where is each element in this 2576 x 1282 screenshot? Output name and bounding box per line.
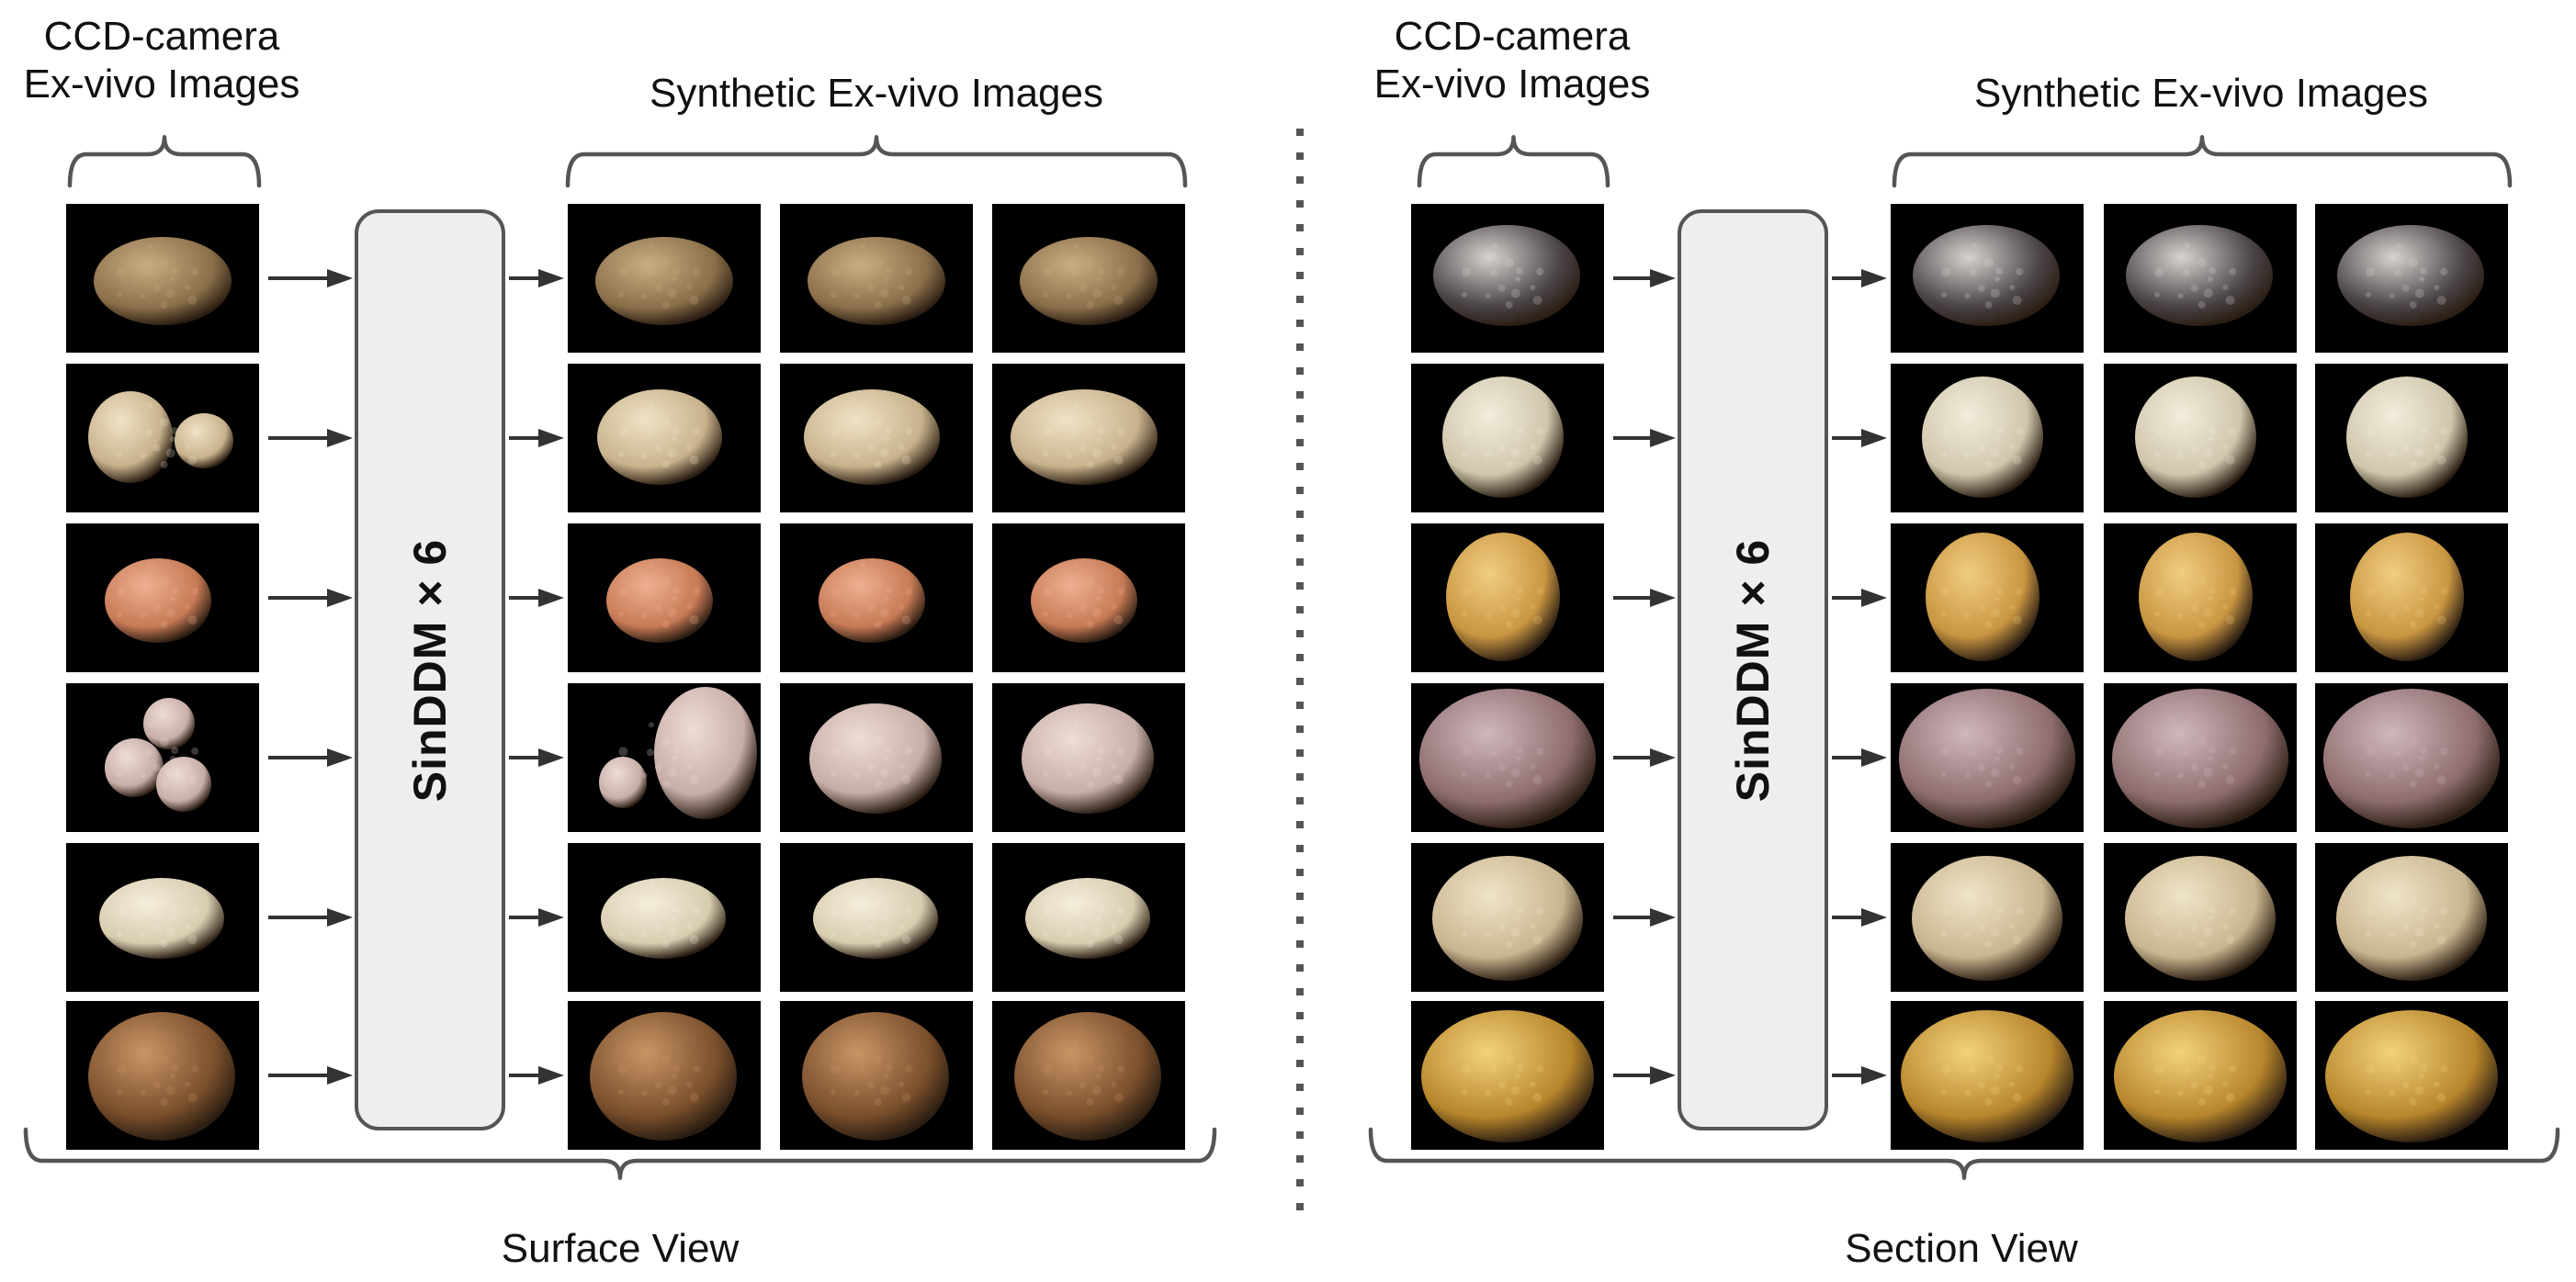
- input-arrow: [1613, 1064, 1676, 1086]
- synthetic-stone-image: [780, 843, 973, 992]
- synthetic-stone-image: [780, 1001, 973, 1150]
- view-label: Surface View: [501, 1226, 740, 1271]
- synthetic-stone-image: [992, 1001, 1185, 1150]
- synthetic-stone-image: [2315, 1001, 2508, 1150]
- input-images-label: CCD-camera Ex-vivo Images: [0, 13, 323, 108]
- synthetic-stone-image: [1891, 204, 2084, 353]
- input-arrow: [1613, 587, 1676, 609]
- synthetic-stone-image: [2315, 843, 2508, 992]
- synthetic-stone-image: [568, 523, 761, 672]
- synthetic-stone-image: [2315, 523, 2508, 672]
- synthetic-stone-image: [2104, 364, 2297, 512]
- input-stone-image: [1411, 843, 1604, 992]
- input-arrow: [1613, 267, 1676, 289]
- synthetic-stone-image: [1891, 523, 2084, 672]
- output-arrow: [1832, 906, 1887, 928]
- synthetic-stone-image: [992, 843, 1185, 992]
- synthetic-stone-image: [568, 364, 761, 512]
- sinddm-model-box: SinDDM × 6: [1678, 209, 1828, 1130]
- synthetic-stone-image: [2315, 364, 2508, 512]
- surface-view-panel: CCD-camera Ex-vivo Images Synthetic Ex-v…: [0, 13, 1103, 1271]
- input-label-line2: Ex-vivo Images: [23, 62, 300, 107]
- output-arrow: [509, 747, 564, 769]
- output-arrow: [1832, 747, 1887, 769]
- output-arrow: [1832, 1064, 1887, 1086]
- input-stone-image: [1411, 204, 1604, 353]
- input-stone-image: [66, 843, 259, 992]
- output-arrow: [1832, 587, 1887, 609]
- synthetic-stone-image: [780, 204, 973, 353]
- synthetic-stone-image: [2104, 843, 2297, 992]
- output-arrow: [1832, 267, 1887, 289]
- input-label-line1: CCD-camera: [43, 14, 280, 59]
- input-arrow: [268, 747, 353, 769]
- input-stone-image: [66, 1001, 259, 1150]
- sinddm-model-box: SinDDM × 6: [355, 209, 505, 1130]
- input-arrow: [268, 587, 353, 609]
- input-stone-image: [66, 364, 259, 512]
- synthetic-stone-image: [2104, 523, 2297, 672]
- synthetic-stone-image: [780, 523, 973, 672]
- input-stone-image: [1411, 523, 1604, 672]
- synthetic-stone-image: [2104, 683, 2297, 832]
- input-images-label: CCD-camera Ex-vivo Images: [1350, 13, 1674, 108]
- view-label: Section View: [1845, 1226, 2078, 1271]
- input-arrow: [268, 427, 353, 449]
- synthetic-stone-image: [2315, 204, 2508, 353]
- input-stone-image: [66, 683, 259, 832]
- output-arrow: [509, 906, 564, 928]
- synthetic-stone-image: [992, 683, 1185, 832]
- synthetic-stone-image: [2104, 204, 2297, 353]
- input-stone-image: [66, 204, 259, 353]
- input-label-line1: CCD-camera: [1394, 14, 1631, 59]
- synthetic-stone-image: [568, 1001, 761, 1150]
- synthetic-stone-image: [992, 364, 1185, 512]
- input-label-line2: Ex-vivo Images: [1373, 62, 1651, 107]
- output-arrow: [509, 587, 564, 609]
- synthetic-stone-image: [568, 204, 761, 353]
- panel-divider: [1296, 129, 1304, 1210]
- synthetic-stone-image: [1891, 364, 2084, 512]
- synthetic-stone-image: [992, 523, 1185, 672]
- synthetic-stone-image: [1891, 1001, 2084, 1150]
- input-arrow: [268, 1064, 353, 1086]
- input-arrow: [1613, 747, 1676, 769]
- input-stone-image: [1411, 683, 1604, 832]
- input-arrow: [268, 906, 353, 928]
- synthetic-images-label: Synthetic Ex-vivo Images: [650, 71, 1103, 116]
- model-label: SinDDM × 6: [1727, 538, 1779, 802]
- input-stone-image: [1411, 364, 1604, 512]
- synthetic-stone-image: [2315, 683, 2508, 832]
- synthetic-stone-image: [780, 683, 973, 832]
- synthetic-stone-image: [1891, 843, 2084, 992]
- synthetic-stone-image: [780, 364, 973, 512]
- input-stone-image: [1411, 1001, 1604, 1150]
- output-arrow: [509, 267, 564, 289]
- output-arrow: [509, 427, 564, 449]
- input-arrow: [1613, 906, 1676, 928]
- input-stone-image: [66, 523, 259, 672]
- input-arrow: [268, 267, 353, 289]
- output-arrow: [509, 1064, 564, 1086]
- synthetic-stone-image: [568, 843, 761, 992]
- synthetic-stone-image: [2104, 1001, 2297, 1150]
- synthetic-stone-image: [1891, 683, 2084, 832]
- input-arrow: [1613, 427, 1676, 449]
- synthetic-stone-image: [992, 204, 1185, 353]
- output-arrow: [1832, 427, 1887, 449]
- synthetic-stone-image: [568, 683, 761, 832]
- synthetic-images-label: Synthetic Ex-vivo Images: [1974, 71, 2428, 116]
